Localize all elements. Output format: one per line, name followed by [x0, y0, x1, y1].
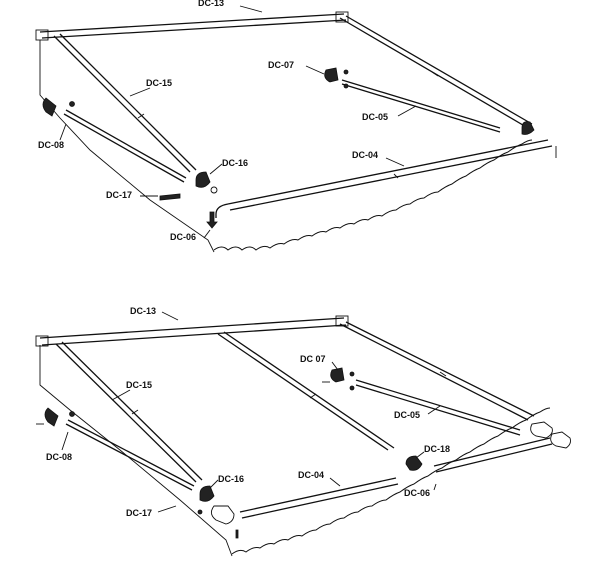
bottom-label-dc07: DC 07 — [300, 354, 326, 364]
top-label-dc13: DC-13 — [198, 0, 224, 8]
top-front-rail-dc04 — [215, 139, 553, 218]
top-support-arm-dc05 — [324, 67, 501, 133]
bottom-label-dc17: DC-17 — [126, 508, 152, 518]
bottom-support-arm-dc05 — [322, 367, 521, 436]
bottom-support-arm-dc08 — [36, 407, 195, 491]
bottom-fitting-dc16 — [199, 485, 215, 502]
bottom-corner-elbow-right — [550, 431, 571, 449]
top-rafter-left — [53, 33, 197, 173]
bottom-assembly: DC-13 DC-15 DC 07 DC-05 DC-08 DC-16 DC-0… — [35, 306, 571, 557]
top-label-dc04: DC-04 — [352, 150, 378, 160]
bottom-fitting-dc18 — [405, 455, 423, 471]
top-wall-left-edge — [39, 40, 215, 253]
top-rafter-right — [339, 15, 533, 129]
top-label-dc17: DC-17 — [106, 190, 132, 200]
top-label-dc16: DC-16 — [222, 158, 248, 168]
bottom-label-dc04: DC-04 — [298, 470, 324, 480]
bottom-rafter-left — [55, 341, 203, 483]
bottom-label-dc13: DC-13 — [130, 306, 156, 316]
top-support-arm-dc08 — [42, 97, 187, 183]
top-fitting-dc16 — [195, 171, 211, 188]
top-label-dc15: DC-15 — [146, 78, 172, 88]
bottom-bolt — [235, 529, 239, 539]
top-arrow-dc06 — [206, 211, 218, 229]
bottom-label-dc15: DC-15 — [126, 380, 152, 390]
top-label-dc06: DC-06 — [170, 232, 196, 242]
bottom-label-dc18: DC-18 — [424, 444, 450, 454]
top-corner-fitting-right — [521, 121, 535, 135]
top-rail — [35, 11, 349, 41]
bottom-top-rail — [35, 315, 349, 347]
bottom-label-dc08: DC-08 — [46, 452, 72, 462]
bottom-label-dc16: DC-16 — [218, 474, 244, 484]
bottom-label-dc06: DC-06 — [404, 488, 430, 498]
bottom-corner-fitting-right — [530, 421, 553, 439]
bottom-rafter-middle — [217, 331, 395, 451]
top-assembly: DC-13 DC-15 DC-08 DC-07 DC-05 DC-16 DC-0… — [35, 0, 557, 253]
top-wall-wavy-edge — [213, 139, 533, 251]
bottom-elbow-left — [211, 505, 235, 525]
bottom-wall-wavy-edge — [231, 407, 551, 555]
top-bolt-dc17 — [159, 193, 181, 201]
top-label-dc08: DC-08 — [38, 140, 64, 150]
bottom-rafter-right — [339, 321, 535, 421]
top-label-dc07: DC-07 — [268, 60, 294, 70]
bottom-front-rail-dc04 — [239, 437, 553, 519]
bottom-wall-left-edge — [39, 345, 233, 557]
top-label-dc05: DC-05 — [362, 112, 388, 122]
bottom-label-dc05: DC-05 — [394, 410, 420, 420]
